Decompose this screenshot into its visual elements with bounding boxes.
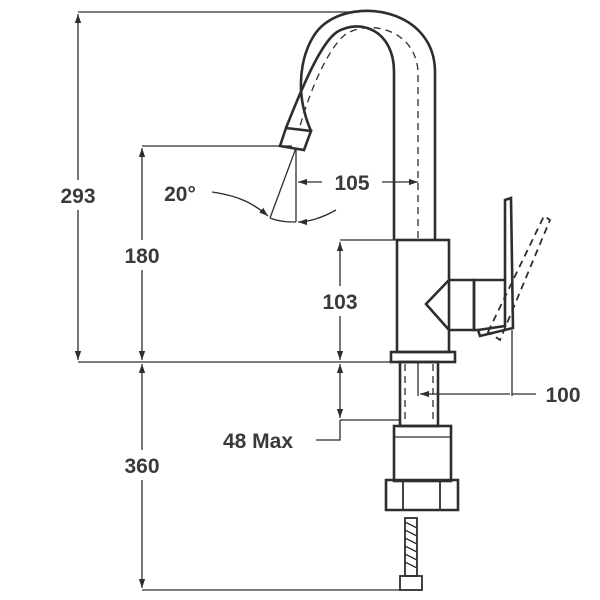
- angle-ray: [269, 147, 297, 219]
- label-293: 293: [60, 185, 95, 208]
- mounting-nut: [392, 424, 453, 483]
- lever-handle-open: [486, 214, 552, 342]
- hose-nut: [399, 575, 423, 591]
- spout-tube-inner: [299, 9, 437, 240]
- label-20-degrees: 20°: [164, 183, 196, 206]
- lever-handle: [476, 196, 515, 338]
- hose-braid: [404, 521, 418, 569]
- label-105: 105: [334, 172, 369, 195]
- label-48-max: 48 Max: [223, 430, 293, 453]
- spout-tube-outer: [284, 25, 396, 240]
- label-103: 103: [322, 291, 357, 314]
- spout-waterway: [299, 26, 419, 238]
- base-flange: [389, 350, 457, 364]
- angle-arc-inner: [269, 217, 297, 223]
- lever-hub: [424, 278, 476, 332]
- angle-arc-right: [297, 209, 337, 226]
- label-100: 100: [545, 384, 580, 407]
- leader-48: [316, 420, 341, 441]
- faucet-body: [395, 238, 451, 354]
- faucet-outline: [278, 9, 552, 591]
- angle-arc: [211, 191, 269, 217]
- dimension-lines: [74, 11, 536, 591]
- label-180: 180: [124, 245, 159, 268]
- locking-ring: [384, 478, 460, 512]
- dimension-labels: 293 180 103 360 105 20° 100 48 Max: [52, 172, 581, 480]
- lever-housing: [472, 278, 507, 332]
- spout-aerator: [278, 126, 313, 152]
- label-360: 360: [124, 455, 159, 478]
